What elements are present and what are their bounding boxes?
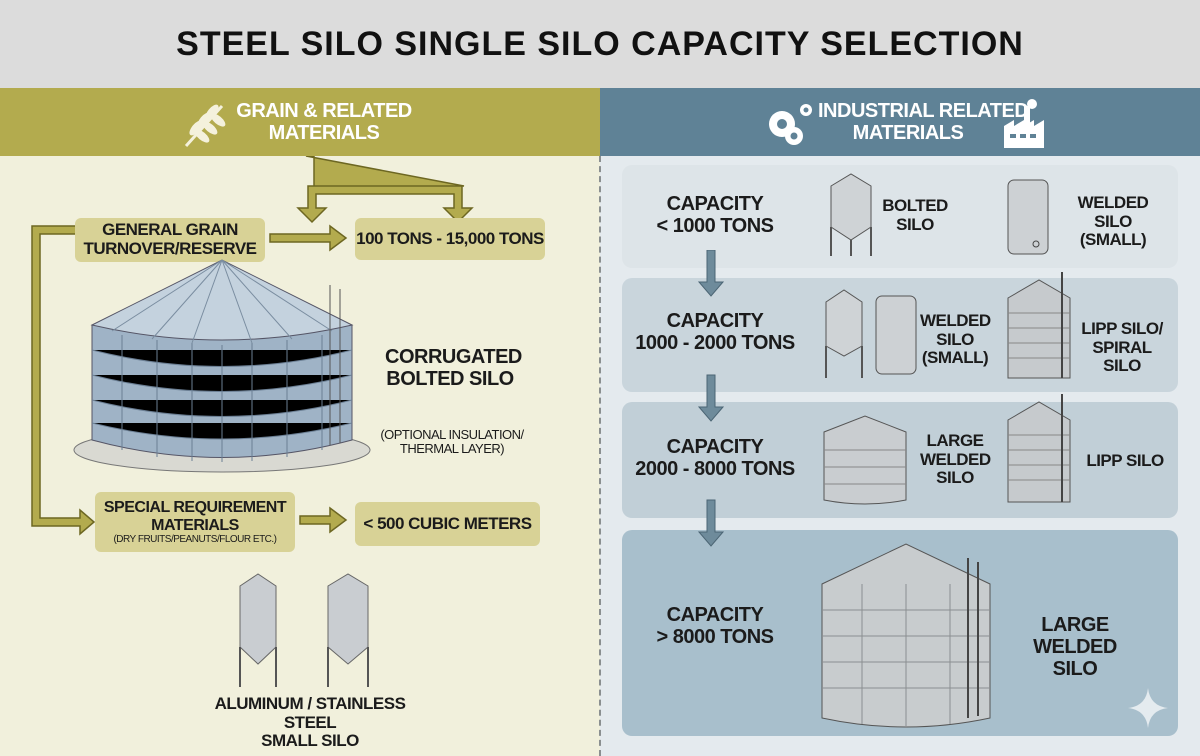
- tier-1-b-line2: (SMALL): [1079, 230, 1147, 250]
- tier-2-a-line1: WELDED: [920, 311, 991, 330]
- industrial-header: [600, 88, 1200, 156]
- tier-2-cap-line2: 1000 - 2000 TONS: [635, 332, 795, 354]
- tier-3-a-line3: SILO: [936, 468, 974, 488]
- grain-header-line2: MATERIALS: [268, 122, 380, 144]
- tier-3-capacity: CAPACITY 2000 - 8000 TONS: [630, 436, 800, 480]
- tier-2-option-b: LIPP SILO/ SPIRAL SILO: [1072, 319, 1172, 376]
- tier-2-b-line2: SPIRAL SILO: [1092, 337, 1152, 376]
- industrial-header-line1: INDUSTRIAL RELATED: [818, 100, 1029, 122]
- small-silo-line2: SMALL SILO: [261, 731, 359, 751]
- lipp-spiral-silo-image: [1007, 272, 1071, 379]
- special-capacity-box: < 500 CUBIC METERS: [355, 502, 540, 546]
- special-line2: MATERIALS: [151, 516, 239, 534]
- tier-4-cap-line2: > 8000 TONS: [656, 626, 774, 648]
- gears-icon: [769, 104, 812, 145]
- tier-1-option-a: BOLTED SILO: [880, 196, 950, 234]
- divider: [599, 156, 601, 756]
- welded-silo-small-image: [1007, 179, 1049, 255]
- small-silo-line1: ALUMINUM / STAINLESS STEEL: [214, 694, 406, 732]
- tier-1-b-line1: WELDED SILO: [1077, 193, 1149, 231]
- welded-small-silos-image: [825, 289, 917, 378]
- tier-3-cap-line1: CAPACITY: [666, 436, 764, 458]
- insulation-note-line1: (OPTIONAL INSULATION/: [380, 427, 524, 442]
- tier-4-b-line1: LARGE: [1041, 614, 1109, 636]
- tier-2-b-line1: LIPP SILO/: [1081, 319, 1163, 338]
- corrugated-silo-line2: BOLTED SILO: [386, 368, 514, 390]
- tier-2-a-line2: SILO: [936, 329, 974, 349]
- tier-4-option: LARGE WELDED SILO: [1010, 614, 1140, 680]
- small-silos-image: [239, 573, 369, 687]
- tier-3-option-a: LARGE WELDED SILO: [920, 431, 991, 488]
- insulation-note: (OPTIONAL INSULATION/ THERMAL LAYER): [372, 427, 532, 457]
- tier-4-b-line2: WELDED SILO: [1033, 636, 1117, 680]
- tier-3-a-line2: WELDED: [920, 449, 991, 469]
- tier-4-cap-line1: CAPACITY: [666, 604, 764, 626]
- tier-arrows: [697, 250, 725, 547]
- tier-2-a-line3: (SMALL): [921, 348, 989, 368]
- corrugated-bolted-silo-image: [73, 259, 371, 473]
- tier-2-option-a: WELDED SILO (SMALL): [920, 311, 991, 368]
- sparkle-icon: [1128, 688, 1168, 728]
- tier-1-cap-line1: CAPACITY: [666, 193, 764, 215]
- tier-1-a-line1: BOLTED: [882, 196, 948, 215]
- general-grain-box: GENERAL GRAIN TURNOVER/RESERVE: [75, 218, 265, 262]
- grain-flow-arrows: [31, 156, 474, 536]
- tier-3-cap-line2: 2000 - 8000 TONS: [635, 458, 795, 480]
- tier-1-a-line2: SILO: [896, 214, 934, 234]
- insulation-note-line2: THERMAL LAYER): [399, 441, 505, 457]
- wheat-icon: [184, 104, 226, 148]
- grain-header: [0, 88, 600, 156]
- tier-3-option-b: LIPP SILO: [1086, 451, 1164, 470]
- bolted-silo-image: [830, 173, 872, 256]
- special-line3: (DRY FRUITS/PEANUTS/FLOUR ETC.): [113, 534, 277, 546]
- large-welded-silo-8000-image: [821, 543, 991, 728]
- general-grain-line2: TURNOVER/RESERVE: [83, 239, 257, 258]
- tier-3-a-line1: LARGE: [926, 431, 985, 450]
- general-grain-line1: GENERAL GRAIN: [102, 220, 238, 240]
- tier-1-cap-line2: < 1000 TONS: [656, 215, 774, 237]
- industrial-header-line2: MATERIALS: [852, 122, 964, 144]
- special-line1: SPECIAL REQUIREMENT: [103, 498, 287, 516]
- page-title: STEEL SILO SINGLE SILO CAPACITY SELECTIO…: [0, 0, 1200, 88]
- tier-1-option-b: WELDED SILO (SMALL): [1058, 193, 1168, 250]
- tier-4-capacity: CAPACITY > 8000 TONS: [630, 604, 800, 648]
- grain-header-line1: GRAIN & RELATED: [236, 100, 412, 122]
- tier-2-cap-line1: CAPACITY: [666, 310, 764, 332]
- lipp-silo-image: [1007, 394, 1071, 503]
- large-welded-silo-image: [823, 415, 907, 505]
- tier-1-capacity: CAPACITY < 1000 TONS: [640, 193, 790, 237]
- factory-icon: [1004, 99, 1044, 148]
- corrugated-silo-line1: CORRUGATED: [385, 346, 522, 368]
- tier-2-capacity: CAPACITY 1000 - 2000 TONS: [630, 310, 800, 354]
- small-silo-label: ALUMINUM / STAINLESS STEEL SMALL SILO: [190, 694, 430, 751]
- special-requirement-box: SPECIAL REQUIREMENT MATERIALS (DRY FRUIT…: [95, 492, 295, 552]
- corrugated-silo-label: CORRUGATED BOLTED SILO: [385, 346, 522, 390]
- general-capacity-box: 100 TONS - 15,000 TONS: [355, 218, 545, 260]
